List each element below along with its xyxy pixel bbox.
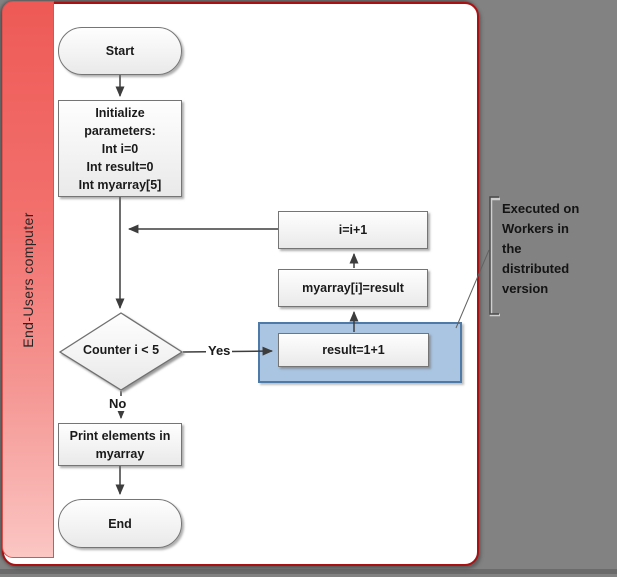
node-end: End xyxy=(58,499,182,548)
node-decision-label: Counter i < 5 xyxy=(82,343,160,357)
node-end-label: End xyxy=(108,516,132,531)
node-initialize: Initialize parameters: Int i=0 Int resul… xyxy=(58,100,182,197)
node-increment: i=i+1 xyxy=(278,211,428,249)
annotation-bracket xyxy=(489,196,499,315)
node-print-label: Print elements in myarray xyxy=(69,428,171,461)
annotation-executed-on-workers: Executed on Workers in the distributed v… xyxy=(502,201,580,296)
node-initialize-label: Initialize parameters: Int i=0 Int resul… xyxy=(78,105,162,192)
swimlane-title: End-Users computer xyxy=(20,211,36,348)
panel-drop-shadow xyxy=(0,569,617,574)
annotation-bracket-highlight xyxy=(489,197,500,317)
swimlane-band: End-Users computer xyxy=(2,1,54,558)
node-myarray-assign-label: myarray[i]=result xyxy=(302,281,404,295)
node-result: result=1+1 xyxy=(278,333,429,367)
node-result-label: result=1+1 xyxy=(322,343,385,357)
edge-label-no: No xyxy=(107,396,129,411)
node-start-label: Start xyxy=(105,44,135,58)
node-myarray-assign: myarray[i]=result xyxy=(278,269,428,307)
edge-label-yes: Yes xyxy=(206,343,233,358)
node-increment-label: i=i+1 xyxy=(338,223,368,237)
node-print: Print elements in myarray xyxy=(58,423,182,466)
node-start: Start xyxy=(58,27,182,75)
